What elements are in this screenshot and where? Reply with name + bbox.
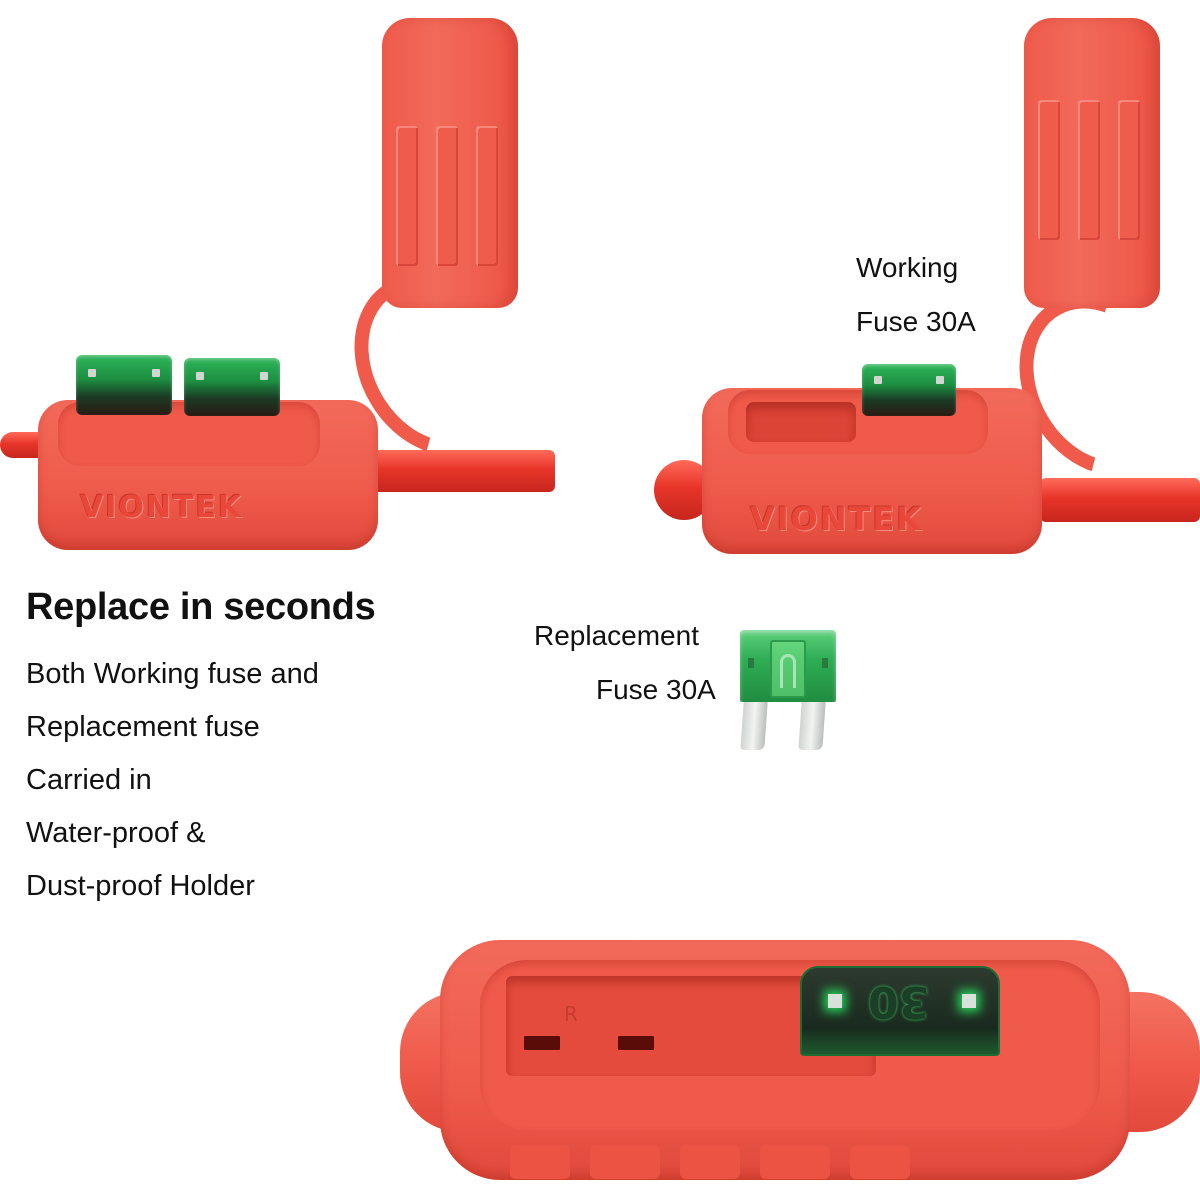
- fuse-terminal: [936, 376, 944, 384]
- fuse-terminal: [874, 376, 882, 384]
- replacement-fuse-image: [736, 626, 840, 752]
- brand-mark: VIONTEK: [80, 490, 244, 525]
- holder-cap: [1024, 18, 1160, 308]
- replacement-fuse-label-line1: Replacement: [534, 620, 699, 651]
- terminal-hole: [524, 1036, 560, 1050]
- working-fuse-closeup: 30: [800, 966, 1000, 1056]
- fuse-terminal-led: [962, 994, 976, 1008]
- headline: Replace in seconds: [26, 586, 376, 628]
- fuse-rating-marking: 30: [868, 976, 930, 1027]
- description-line: Dust-proof Holder: [26, 870, 255, 902]
- brand-mark: VIONTEK: [750, 500, 924, 538]
- fuse-terminal: [260, 372, 268, 380]
- cap-rib: [1118, 100, 1140, 240]
- replacement-fuse-stored: [184, 358, 280, 416]
- grip-ridge: [850, 1145, 910, 1179]
- fuse-terminal: [152, 369, 160, 377]
- holder-cap: [382, 18, 518, 308]
- cap-rib: [436, 126, 458, 266]
- cable-right: [1040, 478, 1200, 522]
- photo-holder-working-fuse: VIONTEK: [640, 0, 1200, 570]
- empty-fuse-slot: [746, 402, 856, 442]
- fuse-blade-left: [740, 702, 768, 750]
- replacement-fuse-label-line2: Fuse 30A: [596, 674, 716, 705]
- slot-marking: R: [564, 1002, 578, 1026]
- description-line: Both Working fuse and: [26, 658, 319, 690]
- grip-ridge: [760, 1145, 830, 1179]
- bottom-fade: [400, 1180, 1200, 1200]
- working-fuse: [76, 355, 172, 415]
- cap-rib: [1078, 100, 1100, 240]
- fuse-center-window: [770, 640, 806, 698]
- grip-ridge: [680, 1145, 740, 1179]
- photo-holder-closeup: R 30: [400, 930, 1200, 1200]
- grip-ridge: [590, 1145, 660, 1179]
- working-fuse-label-line2: Fuse 30A: [856, 306, 976, 337]
- fuse-terminal-led: [828, 994, 842, 1008]
- fuse-holder-body: VIONTEK: [38, 400, 378, 550]
- fuse-blade-right: [798, 702, 826, 750]
- fuse-element: [780, 654, 796, 688]
- terminal-hole: [618, 1036, 654, 1050]
- photo-holder-two-fuses: VIONTEK: [0, 0, 560, 560]
- fuse-holder-body-closeup: R: [440, 940, 1130, 1180]
- fuse-terminal: [196, 372, 204, 380]
- fuse-terminal: [748, 658, 754, 668]
- grip-ridge: [510, 1145, 570, 1179]
- fuse-terminal: [88, 369, 96, 377]
- cap-rib: [1038, 100, 1060, 240]
- cap-rib: [476, 126, 498, 266]
- fuse-terminal: [822, 658, 828, 668]
- description-line: Water-proof &: [26, 817, 206, 849]
- cap-rib: [396, 126, 418, 266]
- description-line: Carried in: [26, 764, 152, 796]
- holder-rim: [728, 390, 988, 454]
- working-fuse-label-line1: Working: [856, 252, 959, 283]
- description-line: Replacement fuse: [26, 711, 260, 743]
- working-fuse: [862, 364, 956, 416]
